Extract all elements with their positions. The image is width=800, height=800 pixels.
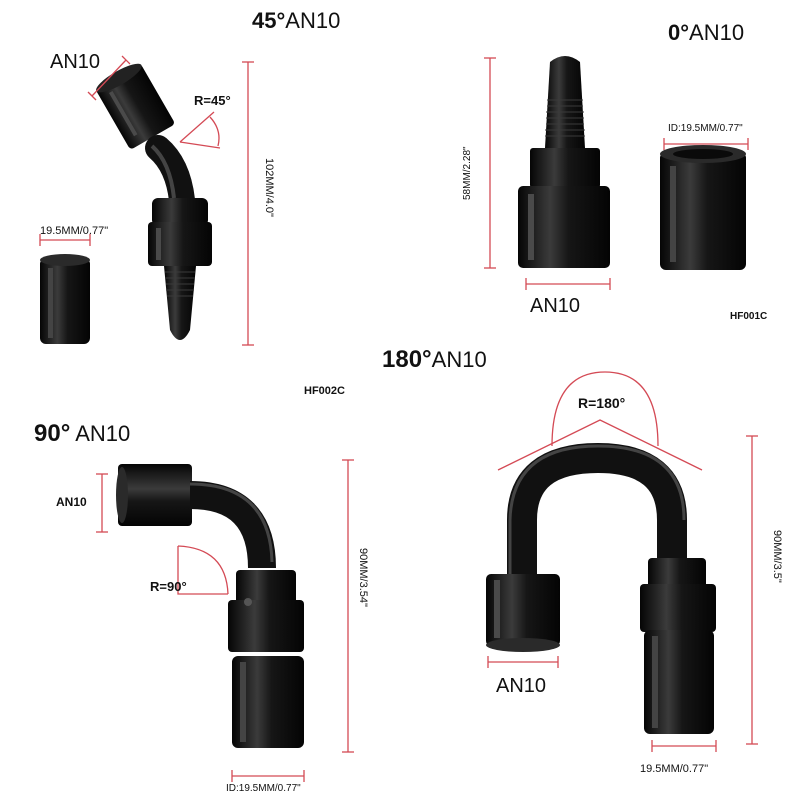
radius-label-180: R=180° [578,395,626,411]
title-180-degree: 180° [382,346,432,373]
radius-label-90: R=90° [150,579,187,594]
title-90: 90° AN10 [34,422,130,446]
title-0: 0°AN10 [668,22,744,44]
title-45-degree: 45° [252,8,286,33]
title-90-degree: 90° [34,420,71,447]
collar-label-180: 19.5MM/0.77" [640,763,709,775]
length-label-180: 90MM/3.5" [771,530,783,583]
an-label-0: AN10 [530,295,581,317]
fitting-180-degree [486,442,716,734]
title-180-size: AN10 [431,347,487,372]
dimension-lines-45 [39,55,254,346]
title-0-size: AN10 [689,20,745,45]
title-45-size: AN10 [285,8,341,33]
length-label-90: 90MM/3.54" [357,548,369,607]
dimension-lines-0 [484,57,749,290]
dimension-lines-90 [96,459,354,782]
title-180: 180°AN10 [382,348,487,372]
title-90-size: AN10 [75,421,131,446]
radius-label-45: R=45° [194,93,231,108]
fitting-0-degree [518,56,746,270]
an-label-90: AN10 [56,495,87,509]
part-code-45: HF002C [304,385,345,397]
an-label-180: AN10 [496,675,547,697]
length-label-45: 102MM/4.0" [263,158,275,217]
collar-label-45: 19.5MM/0.77" [40,225,109,237]
fitting-90-degree [116,464,304,748]
id-label-90: ID:19.5MM/0.77" [226,783,301,794]
length-label-0: 58MM/2.28" [462,146,473,200]
title-0-degree: 0° [668,20,690,45]
dimension-lines-180 [487,371,758,752]
id-label-0: ID:19.5MM/0.77" [668,123,743,134]
part-code-0: HF001C [730,311,768,322]
an-label-45: AN10 [50,51,101,73]
title-45: 45°AN10 [252,10,340,32]
fitting-45-degree [40,63,212,344]
